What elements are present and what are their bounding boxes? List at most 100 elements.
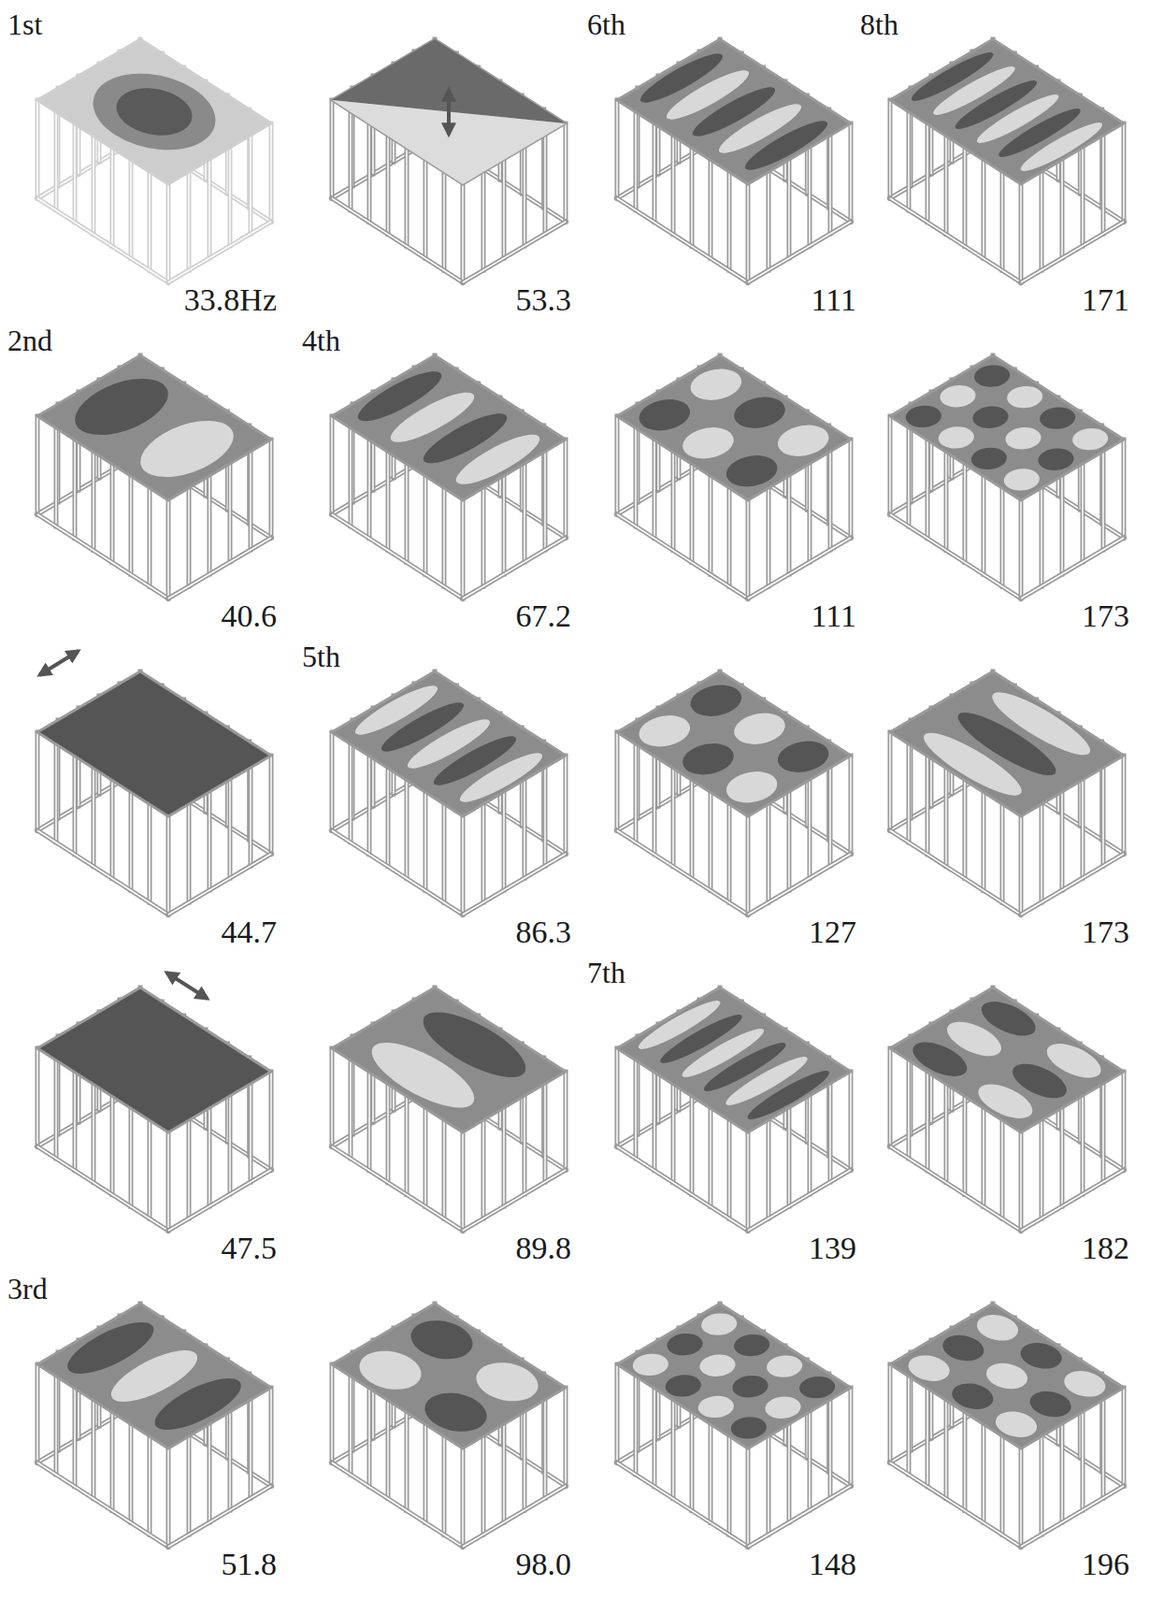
frame-bar <box>1080 1411 1086 1510</box>
frame-bar <box>848 439 854 538</box>
frame-bar-core <box>945 1400 948 1499</box>
frame-bar-core <box>502 1423 505 1523</box>
top-plate <box>890 1303 1124 1449</box>
frame-bar <box>166 1448 172 1547</box>
mode-shape-box <box>890 987 1124 1231</box>
mode-pattern <box>57 367 251 488</box>
frame-bar-core <box>1081 779 1084 878</box>
frame-bar <box>367 756 373 855</box>
frame-bar-core <box>767 1120 770 1219</box>
frame-bar-core <box>1102 135 1105 234</box>
frame-bar <box>522 463 528 562</box>
frame-bar-core <box>788 1107 790 1207</box>
frame-bar <box>1020 853 1124 915</box>
frame-bar <box>110 1411 115 1510</box>
frame-bar <box>848 755 854 854</box>
frame-bar <box>522 147 528 246</box>
frame-bar <box>502 791 507 891</box>
frame-bar-core <box>653 1388 656 1487</box>
frame-bar <box>766 1120 772 1219</box>
top-plate <box>331 671 566 817</box>
frame-bar <box>269 1071 274 1170</box>
frame-bar-core <box>502 159 505 259</box>
frame-bar-core <box>1122 1387 1125 1486</box>
frame-bar <box>207 791 213 891</box>
frame-bar-core <box>1020 537 1124 599</box>
frame-bar <box>671 136 676 235</box>
frame-bar <box>981 1107 987 1207</box>
frame-bar <box>54 1060 59 1159</box>
frame-bar <box>1019 816 1024 915</box>
frame-bar <box>331 198 463 283</box>
frame-bar-core <box>709 1423 712 1523</box>
mode-shape-box <box>37 972 272 1231</box>
frame-bar-core <box>544 135 546 234</box>
frame-bar <box>442 1436 447 1535</box>
frame-bar-core <box>1061 1423 1063 1523</box>
frame-bar-core <box>187 488 190 587</box>
deflection-lobe <box>723 1411 775 1443</box>
frequency-label: 51.8 <box>136 1548 277 1580</box>
deflection-lobe <box>758 1392 809 1423</box>
frame-bar-core <box>728 804 731 903</box>
frame-bar-core <box>349 428 352 527</box>
frame-bar-core <box>111 463 114 562</box>
frame-bar-core <box>1061 791 1063 891</box>
frame-bar <box>787 1107 792 1207</box>
mode-pattern <box>347 364 550 490</box>
frame-bar-core <box>55 744 58 843</box>
frame-bar <box>747 537 851 599</box>
frame-bar <box>166 816 172 915</box>
frame-bar <box>652 1388 658 1487</box>
mode-pattern <box>903 995 1111 1125</box>
frame-bar <box>1020 1485 1124 1547</box>
frame-bar <box>981 475 987 575</box>
deflection-lobe <box>977 1357 1036 1394</box>
frame-bar <box>807 147 813 246</box>
deflection-lobe <box>716 764 789 809</box>
frequency-label: 173 <box>989 600 1130 632</box>
frame-bar <box>1121 123 1127 222</box>
frame-bar-core <box>387 1084 389 1183</box>
frame-bar <box>72 124 78 223</box>
frame-bar-core <box>461 184 464 283</box>
frame-bar-core <box>1122 439 1125 538</box>
frame-bar <box>848 123 854 222</box>
frame-bar <box>460 1132 466 1231</box>
frame-bar-core <box>907 1376 910 1475</box>
frame-bar-core <box>523 1411 526 1510</box>
frame-bar <box>1020 1169 1124 1231</box>
frame-bar <box>1060 1107 1065 1207</box>
frame-bar-core <box>1122 1071 1125 1170</box>
frame-bar-core <box>889 416 891 515</box>
frame-bar-core <box>482 1436 485 1535</box>
frame-bar <box>615 1364 620 1463</box>
frame-bar <box>1019 1448 1024 1547</box>
frame-bar-core <box>148 1120 151 1219</box>
frame-bar-core <box>616 1364 618 1463</box>
frame-bar <box>633 112 639 211</box>
frame-bar <box>91 1084 97 1183</box>
frame-bar-core <box>73 124 76 223</box>
frame-bar <box>617 1146 748 1231</box>
frame-bar-core <box>926 124 929 223</box>
frame-bar-core <box>746 1448 749 1547</box>
frame-bar <box>807 463 813 562</box>
frame-bar <box>228 463 233 562</box>
frequency-label: 33.8Hz <box>136 284 277 316</box>
frame-bar <box>404 779 410 878</box>
frame-bar-core <box>129 1423 132 1523</box>
frame-bar <box>890 1462 1021 1547</box>
frame-bar <box>404 1411 410 1510</box>
deflection-lobe <box>963 443 1015 474</box>
frame-bar <box>671 452 676 551</box>
deflection-lobe <box>463 1354 551 1409</box>
frame-bar-core <box>187 804 190 903</box>
frame-bar-core <box>249 767 252 866</box>
frame-bar <box>1039 172 1045 271</box>
frame-bar <box>617 1462 748 1547</box>
frame-bar <box>186 172 192 271</box>
mode-order-label: 8th <box>860 9 899 40</box>
frame-bar-core <box>963 779 966 878</box>
frame-bar <box>481 1120 487 1219</box>
